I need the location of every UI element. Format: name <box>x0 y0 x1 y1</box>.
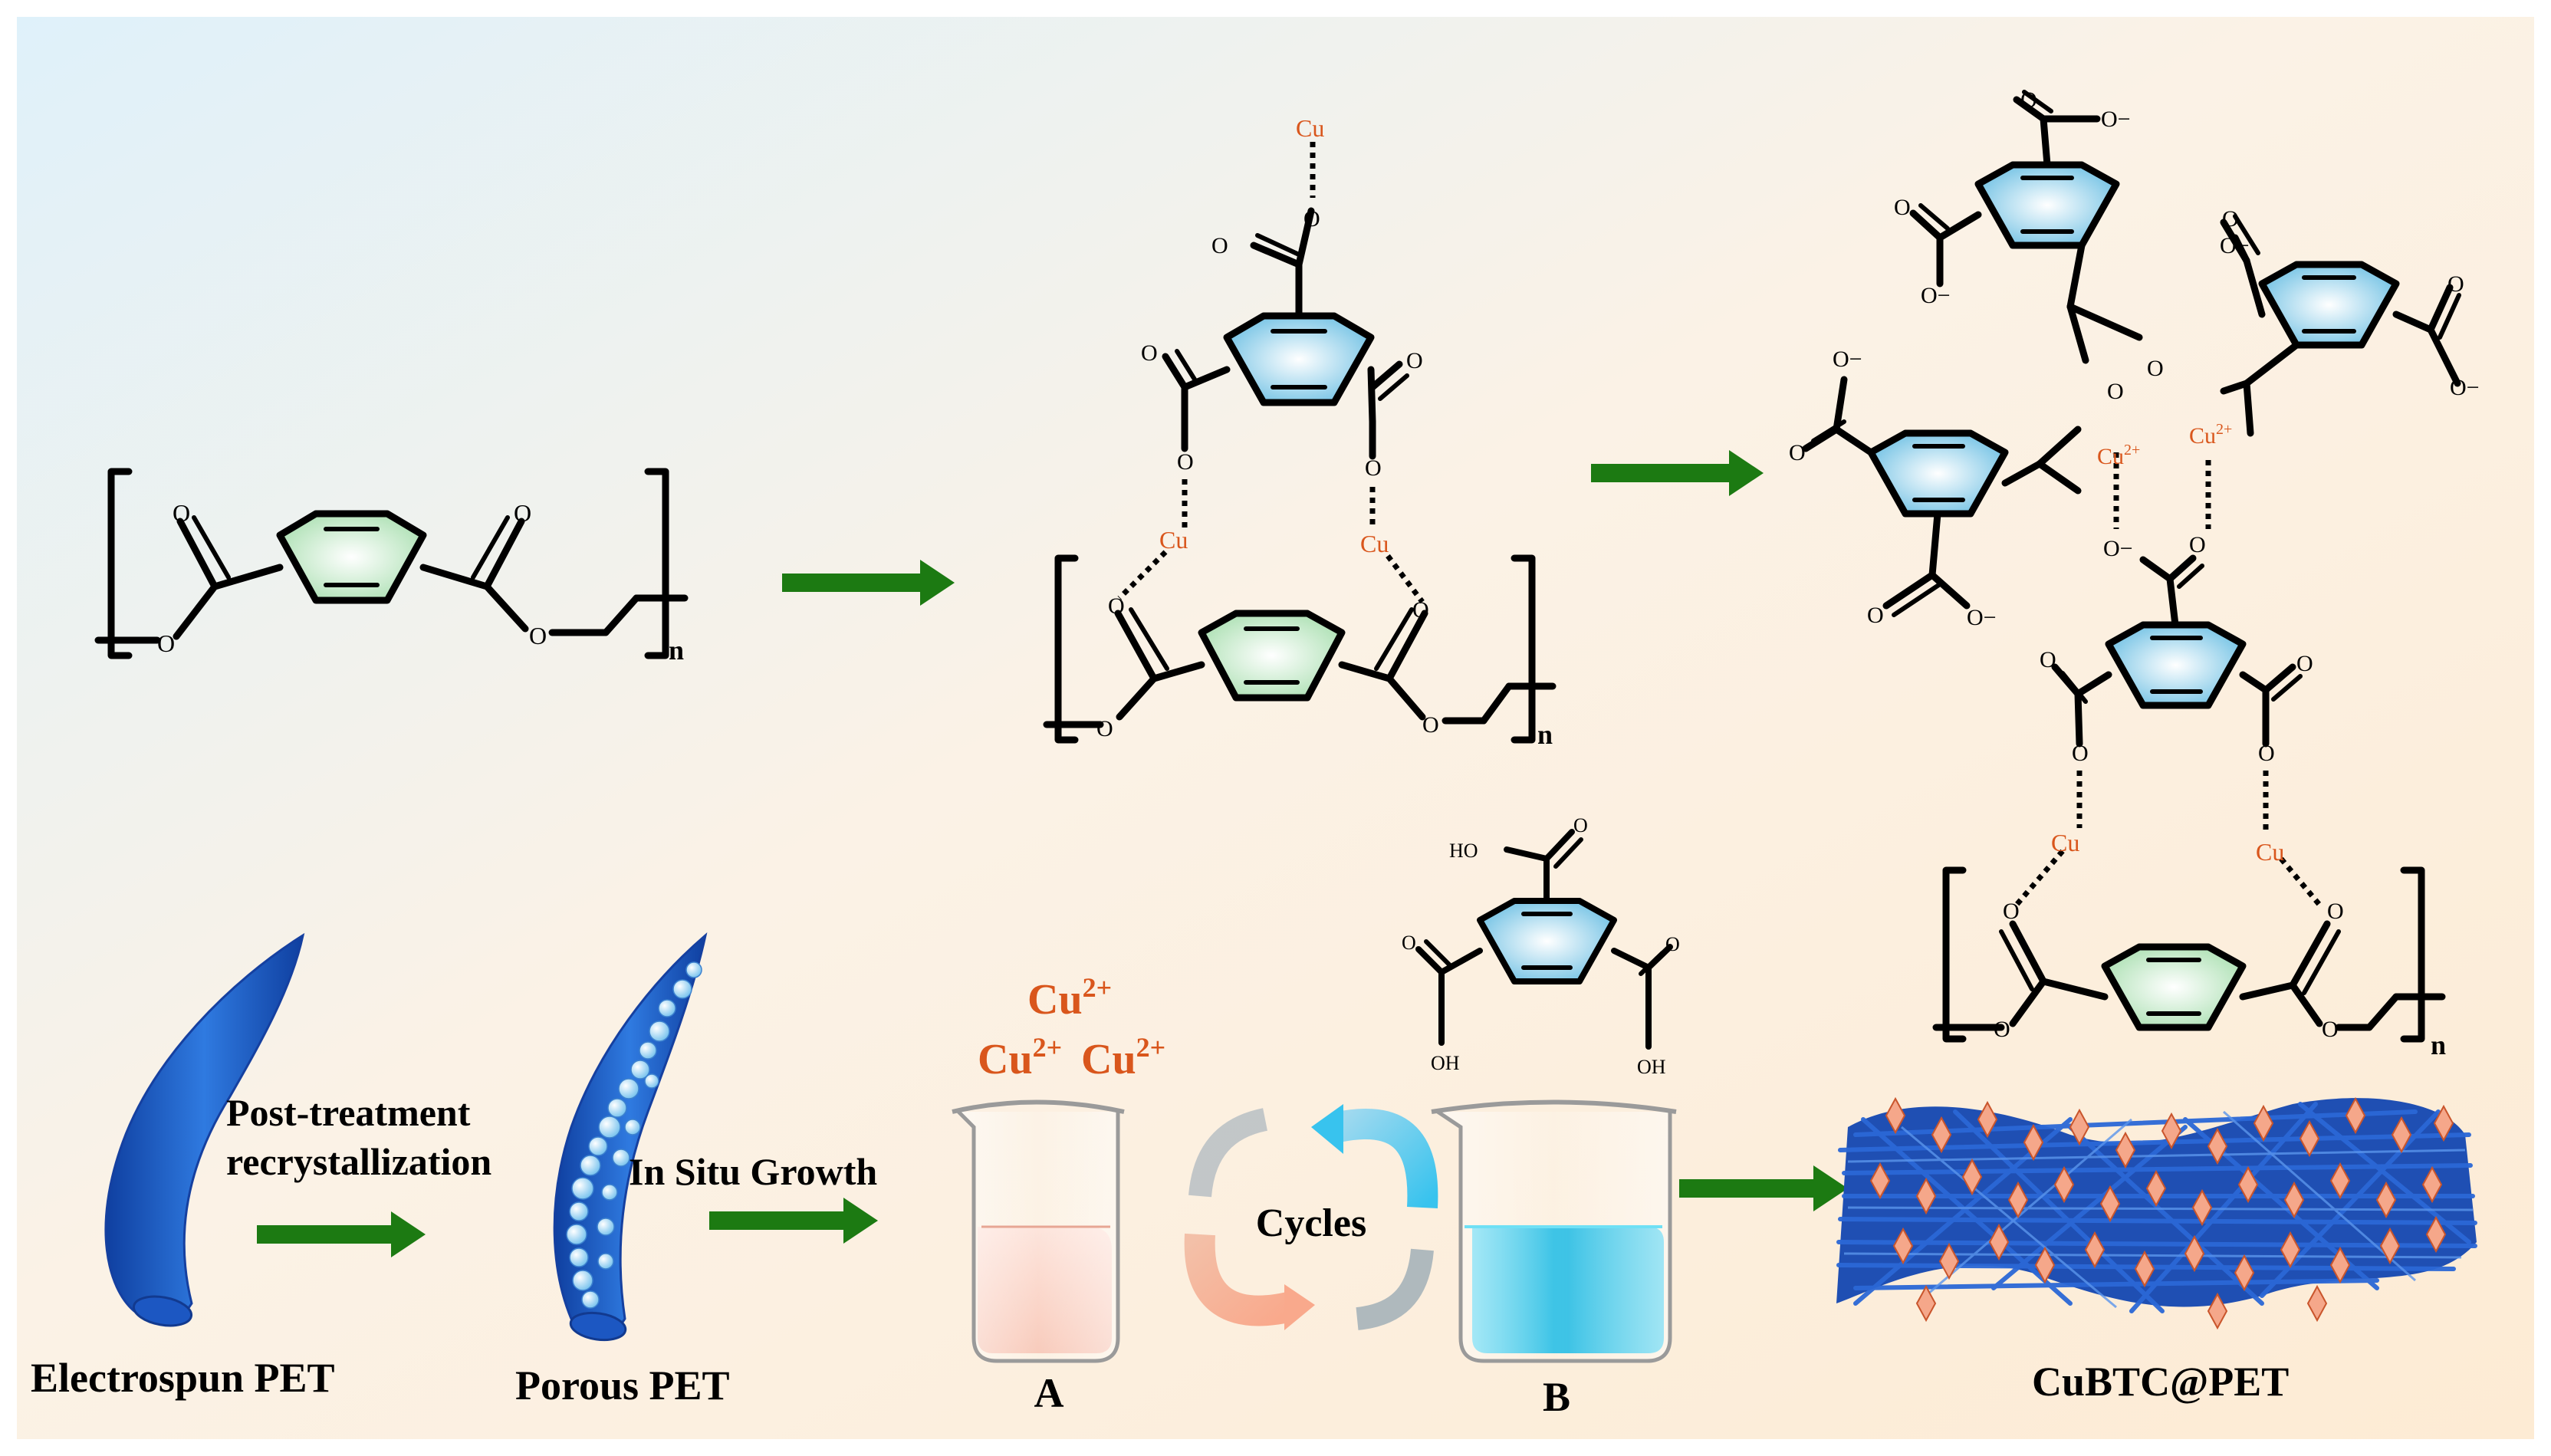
atom-o: O <box>2189 532 2206 557</box>
atom-o: O <box>173 499 190 527</box>
atom-o: O <box>2322 1017 2339 1042</box>
step1-label: Post-treatment <box>226 1091 471 1134</box>
cubtc-pet-membrane <box>1836 1096 2477 1330</box>
atom-ho: HO <box>1449 840 1478 862</box>
product-label: CuBTC@PET <box>2032 1359 2289 1405</box>
atom-o: O <box>1573 814 1588 836</box>
atom-o: O <box>2003 899 2020 924</box>
atom-o: O <box>1789 440 1806 465</box>
atom-o: O <box>514 499 531 527</box>
pore-bubbles <box>566 961 702 1309</box>
atom-o: O <box>2040 647 2056 672</box>
cu2-ions: Cu2+ Cu2+ Cu2+ <box>978 972 1165 1083</box>
atom-o: O <box>1412 597 1429 623</box>
subscript-n: n <box>1537 719 1553 750</box>
cu-label: Cu <box>2256 838 2284 866</box>
atom-o-minus: O− <box>1921 283 1951 308</box>
subscript-n: n <box>2431 1030 2446 1060</box>
atom-o: O <box>1894 195 1911 220</box>
atom-o: O <box>1402 932 1416 954</box>
atom-o: O <box>2222 206 2239 232</box>
electrospun-pet-label: Electrospun PET <box>31 1355 335 1401</box>
atom-o: O <box>2107 379 2124 404</box>
atom-oh: OH <box>1431 1052 1460 1074</box>
electrospun-pet-fiber <box>104 932 305 1327</box>
step2-label: In Situ Growth <box>629 1150 877 1193</box>
atom-o: O <box>1406 348 1423 373</box>
atom-oh: OH <box>1637 1056 1666 1078</box>
cubtc-framework-on-pet <box>1802 90 2461 1043</box>
cu-label: Cu <box>1360 530 1389 557</box>
beaker-b-label: B <box>1543 1374 1570 1420</box>
atom-o: O <box>1994 1017 2010 1042</box>
reaction-arrow <box>1591 450 1764 496</box>
atom-o: O <box>1211 233 1228 258</box>
cu-label: Cu <box>2051 829 2079 856</box>
atom-o: O <box>2258 741 2275 766</box>
atom-o-minus: O− <box>2103 536 2133 561</box>
atom-o: O <box>2072 741 2089 766</box>
atom-o: O <box>1096 716 1113 741</box>
step1-label: recrystallization <box>226 1140 491 1183</box>
atom-o: O <box>2147 356 2164 381</box>
cubtc-crystals <box>1869 1096 2454 1330</box>
atom-o: O <box>2020 87 2037 113</box>
pet-repeat-unit-left <box>94 468 689 659</box>
cu-label: Cu <box>1296 114 1324 142</box>
atom-o: O <box>1422 712 1439 738</box>
subscript-n: n <box>669 635 684 666</box>
atom-o: O <box>1365 455 1382 481</box>
coordination-bonds <box>1117 142 1425 604</box>
cycles-arrows <box>1184 1104 1438 1330</box>
atom-o: O <box>1303 206 1320 232</box>
btc-ligand <box>1415 829 1673 1050</box>
process-arrow <box>1679 1165 1848 1211</box>
atom-o-minus: O− <box>2450 375 2480 400</box>
atom-o: O <box>2296 651 2313 676</box>
atom-o: O <box>1141 340 1158 366</box>
atom-o-minus: O− <box>2220 233 2250 258</box>
atom-o: O <box>1108 593 1125 619</box>
atom-o: O <box>157 629 175 657</box>
atom-o: O <box>1867 603 1884 628</box>
coordination-bonds <box>2014 452 2322 907</box>
cu-label: Cu <box>1159 526 1188 554</box>
atom-o-minus: O− <box>2101 107 2131 132</box>
cycles-label: Cycles <box>1256 1201 1366 1245</box>
atom-o: O <box>1177 449 1194 475</box>
reaction-arrow <box>782 560 955 606</box>
atom-o: O <box>2447 271 2464 297</box>
atom-o: O <box>529 622 547 649</box>
process-arrow <box>709 1198 878 1244</box>
atom-o-minus: O− <box>1967 605 1997 630</box>
beaker-b <box>1431 1099 1677 1363</box>
atom-o-minus: O− <box>1833 347 1862 372</box>
beaker-a <box>952 1099 1125 1363</box>
beaker-a-label: A <box>1034 1370 1064 1416</box>
atom-o: O <box>2327 899 2344 924</box>
atom-o: O <box>1665 933 1680 955</box>
porous-pet-label: Porous PET <box>515 1362 730 1408</box>
porous-pet-fiber <box>553 932 708 1342</box>
cu-coordinated-pet-btc <box>1043 207 1557 744</box>
process-arrow <box>257 1211 426 1257</box>
